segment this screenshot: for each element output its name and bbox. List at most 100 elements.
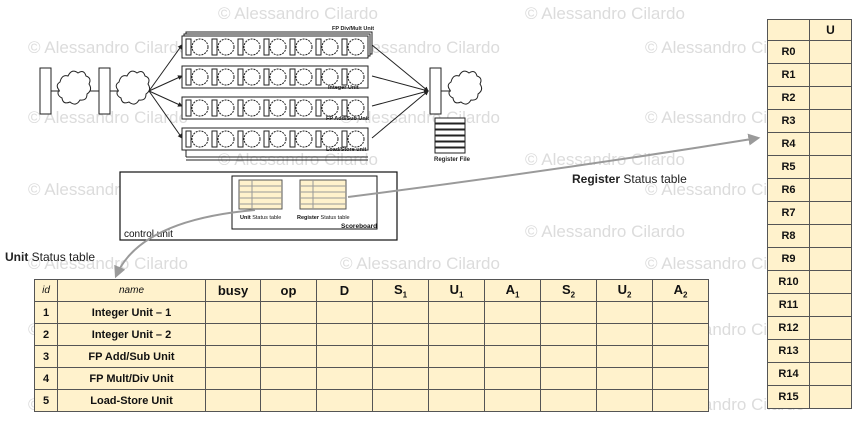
stage-latch xyxy=(315,99,322,117)
watermark-text: © Alessandro Cilardo xyxy=(340,38,500,57)
watermark-text: © Alessandro Cilardo xyxy=(340,254,500,273)
stage-latch xyxy=(315,38,322,56)
register-unit-cell xyxy=(809,40,852,64)
register-row: R14 xyxy=(767,362,852,386)
register-row: R10 xyxy=(767,270,852,294)
stage-logic-cloud xyxy=(321,99,339,117)
pipeline-latch xyxy=(429,67,442,115)
stage-latch xyxy=(185,99,192,117)
register-unit-cell xyxy=(809,247,852,271)
stage-latch xyxy=(289,38,296,56)
stage-latch xyxy=(341,38,348,56)
register-name: R15 xyxy=(767,385,810,409)
pipeline-latch xyxy=(98,67,111,115)
logic-cloud xyxy=(447,70,483,105)
stage-latch xyxy=(341,68,348,86)
watermark-text: © Alessandro Cilardo xyxy=(525,4,685,23)
stage-logic-cloud xyxy=(347,38,365,56)
register-file-icon xyxy=(434,117,466,154)
register-status-title-rest: Status table xyxy=(623,172,687,186)
row-name: FP Mult/Div Unit xyxy=(57,367,206,390)
watermark-text: © Alessandro Cilardo xyxy=(28,254,188,273)
stage-latch xyxy=(263,68,270,86)
stage-latch xyxy=(289,130,296,148)
header-a1-main: A xyxy=(505,281,515,297)
row-id: 2 xyxy=(34,323,58,346)
register-unit-cell xyxy=(809,178,852,202)
stage-logic-cloud xyxy=(295,68,313,86)
stage-latch xyxy=(237,38,244,56)
register-row: R6 xyxy=(767,178,852,202)
register-row: R8 xyxy=(767,224,852,248)
register-unit-cell xyxy=(809,339,852,363)
register-name: R3 xyxy=(767,109,810,133)
stage-latch xyxy=(211,38,218,56)
register-name: R5 xyxy=(767,155,810,179)
stage-logic-cloud xyxy=(295,99,313,117)
watermark-text: © Alessandro Cilardo xyxy=(28,108,188,127)
mini-register-status-table xyxy=(299,179,347,210)
stage-logic-cloud xyxy=(269,68,287,86)
stage-latch xyxy=(185,130,192,148)
register-row: R4 xyxy=(767,132,852,156)
stage-logic-cloud xyxy=(321,130,339,148)
register-name: R9 xyxy=(767,247,810,271)
header-s1: S1 xyxy=(372,279,429,302)
register-unit-cell xyxy=(809,362,852,386)
mini-unit-status-bold: Unit xyxy=(240,215,251,221)
stage-logic-cloud xyxy=(269,38,287,56)
register-name: R13 xyxy=(767,339,810,363)
stage-latch xyxy=(185,38,192,56)
stage-logic-cloud xyxy=(295,130,313,148)
header-u2-main: U xyxy=(617,281,627,297)
stage-logic-cloud xyxy=(347,130,365,148)
stage-logic-cloud xyxy=(347,99,365,117)
stage-latch xyxy=(237,68,244,86)
stage-latch xyxy=(211,68,218,86)
row-name: Integer Unit – 1 xyxy=(57,301,206,324)
header-u1-main: U xyxy=(449,281,459,297)
register-status-header-u: U xyxy=(809,19,852,41)
stage-latch xyxy=(185,68,192,86)
register-unit-cell xyxy=(809,224,852,248)
watermark-text: © Alessandro Cilardo xyxy=(645,254,805,273)
register-status-header-row: U xyxy=(767,19,852,41)
load-store-label: Load/Store unit xyxy=(326,147,367,153)
stage-latch xyxy=(263,99,270,117)
row-id: 3 xyxy=(34,345,58,368)
watermark-text: © Alessandro Cilardo xyxy=(645,108,805,127)
stage-logic-cloud xyxy=(191,99,209,117)
watermark-text: © Alessandro Cilardo xyxy=(645,38,805,57)
register-row: R3 xyxy=(767,109,852,133)
stage-logic-cloud xyxy=(243,38,261,56)
stage-logic-cloud xyxy=(217,99,235,117)
stage-logic-cloud xyxy=(217,130,235,148)
register-unit-cell xyxy=(809,385,852,409)
row-id: 4 xyxy=(34,367,58,390)
stage-logic-cloud xyxy=(191,68,209,86)
header-a2-main: A xyxy=(673,281,683,297)
watermark-text: © Alessandro Cilardo xyxy=(28,38,188,57)
stage-latch xyxy=(315,68,322,86)
stage-latch xyxy=(237,130,244,148)
pipeline xyxy=(39,44,483,161)
scoreboard-label: Scoreboard xyxy=(341,223,377,230)
stage-logic-cloud xyxy=(295,38,313,56)
header-id: id xyxy=(34,279,58,302)
register-unit-cell xyxy=(809,293,852,317)
header-a2: A2 xyxy=(652,279,709,302)
header-s1-main: S xyxy=(393,281,403,297)
header-u2-sub: 2 xyxy=(626,290,632,300)
register-name: R2 xyxy=(767,86,810,110)
stage-logic-cloud xyxy=(243,130,261,148)
register-status-arrow xyxy=(347,133,761,198)
stage-logic-cloud xyxy=(243,68,261,86)
header-u2: U2 xyxy=(596,279,653,302)
register-row: R7 xyxy=(767,201,852,225)
functional-units xyxy=(181,31,373,151)
register-name: R7 xyxy=(767,201,810,225)
mini-unit-status-table xyxy=(238,179,283,210)
